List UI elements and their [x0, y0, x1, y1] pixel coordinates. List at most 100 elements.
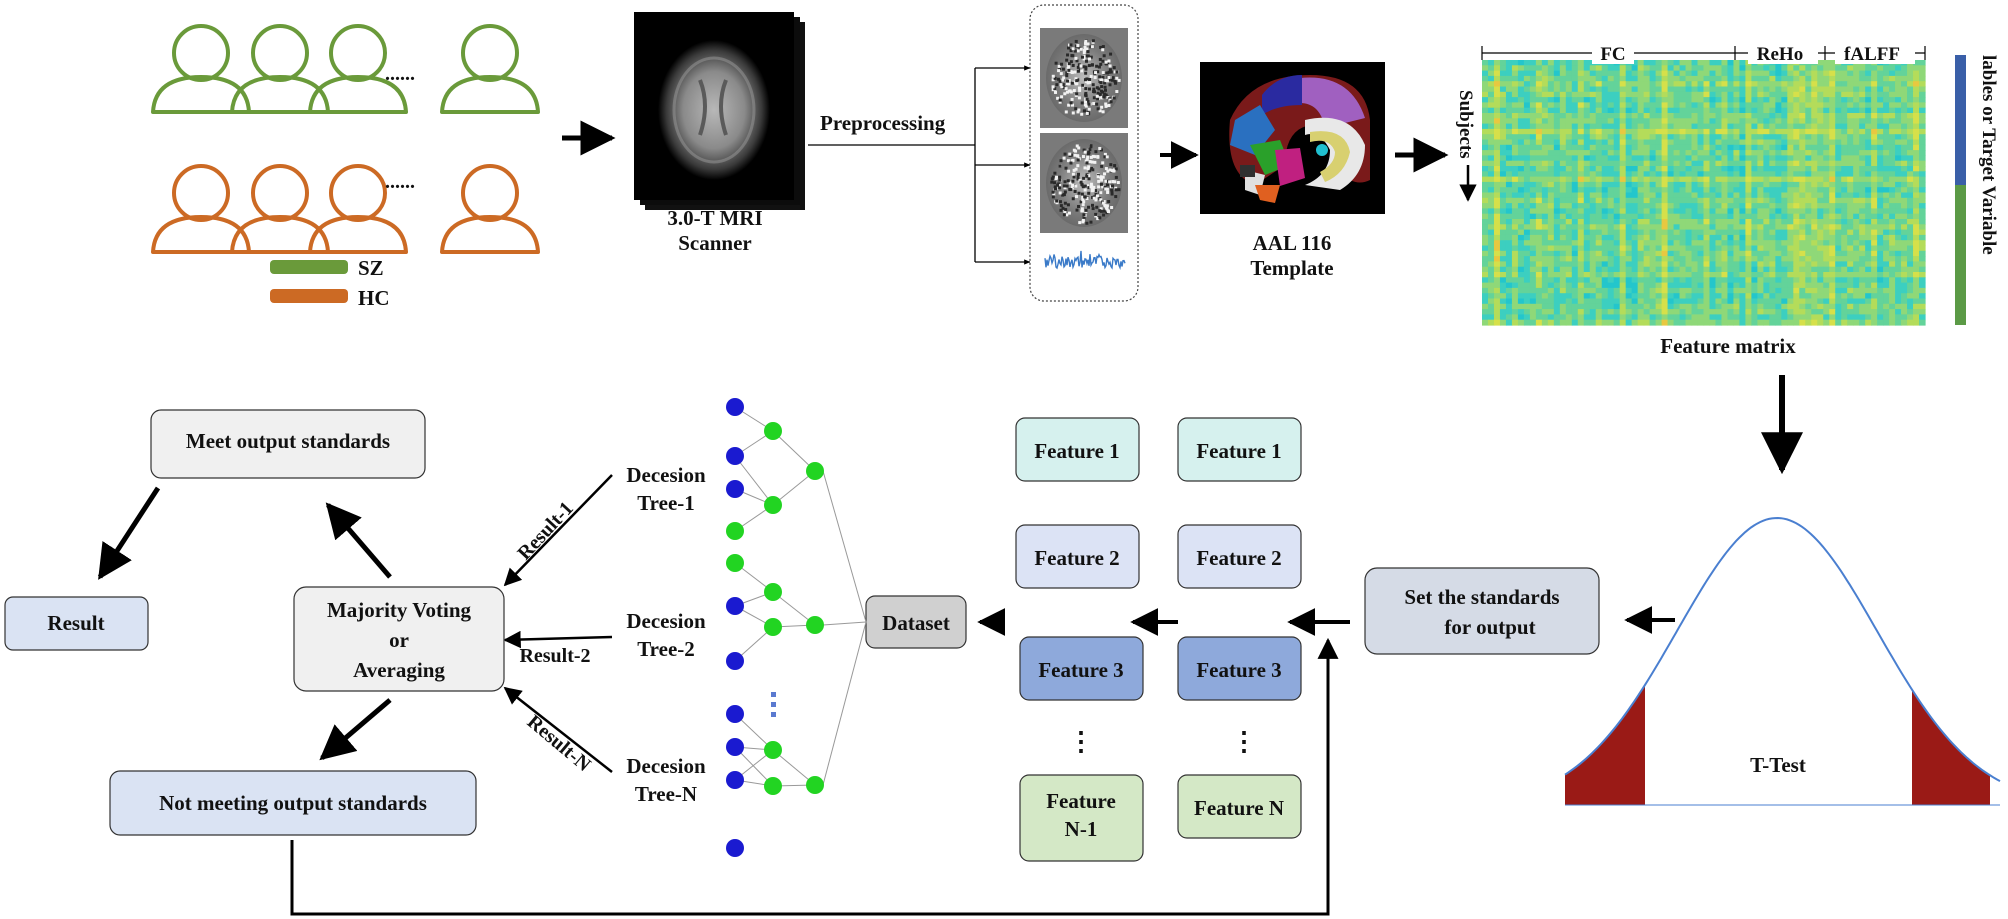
hc-ellipsis: ......: [385, 171, 415, 193]
subjects-label: Subjects: [1455, 90, 1476, 159]
tree-root-node: [806, 616, 824, 634]
target-variable-label: lables or Target Variable: [1978, 55, 1999, 255]
tree-split-node: [764, 777, 782, 795]
tree-n-line1: Decesion: [626, 754, 706, 778]
feature-column-2: Feature 1 Feature 2 Feature 3 ⋮ Feature …: [1177, 417, 1302, 839]
tree-leaf-node: [726, 522, 744, 540]
sz-legend-swatch: [270, 260, 348, 274]
person-icon: [230, 24, 330, 114]
feature-3-label: Feature 3: [1196, 658, 1281, 682]
tree-leaf-node: [726, 597, 744, 615]
random-forest-trees: [726, 398, 867, 857]
not-meeting-label: Not meeting output standards: [159, 791, 427, 815]
tree-n-line2: Tree-N: [635, 782, 697, 806]
decision-tree: [726, 554, 867, 670]
person-icon: [308, 24, 408, 114]
feature-1-label: Feature 1: [1196, 439, 1281, 463]
mri-scanner-image: [634, 12, 805, 210]
falff-label: fALFF: [1844, 44, 1900, 65]
voting-line1: Majority Voting: [327, 598, 472, 622]
fc-label: FC: [1600, 44, 1625, 65]
feature-3-box: [1019, 636, 1144, 701]
tree-split-node: [764, 583, 782, 601]
tree-split-node: [764, 741, 782, 759]
meet-standards-label: Meet output standards: [186, 429, 390, 453]
sz-ellipsis: ......: [385, 63, 415, 85]
feature-1-label: Feature 1: [1034, 439, 1119, 463]
decision-tree: [726, 398, 867, 623]
reho-label: ReHo: [1757, 44, 1803, 65]
dataset-label: Dataset: [882, 611, 950, 635]
person-icon: [151, 24, 251, 114]
tree-leaf-node: [726, 738, 744, 756]
tree-2-line2: Tree-2: [637, 637, 695, 661]
meet-standards-box: [150, 409, 426, 479]
template-label-line2: Template: [1250, 256, 1333, 280]
feature-groups-bracket: [1481, 42, 1926, 64]
tree-leaf-node: [726, 554, 744, 572]
set-standards-line1: Set the standards: [1404, 585, 1559, 609]
tree-leaf-node: [726, 705, 744, 723]
person-icon: [440, 164, 540, 254]
feature-n-1-line2: N-1: [1065, 817, 1098, 841]
person-icon: [308, 164, 408, 254]
ttest-label: T-Test: [1750, 753, 1806, 777]
tree-ellipsis-dot: [771, 692, 776, 697]
tree-1-line1: Decesion: [626, 463, 706, 487]
person-icon: [440, 24, 540, 114]
aal-template-image: [1200, 62, 1385, 214]
hc-legend-swatch: [270, 289, 348, 303]
feature-3-box: [1177, 636, 1302, 701]
set-standards-line2: for output: [1444, 615, 1535, 639]
feature-n-label: Feature N: [1194, 796, 1284, 820]
tree-leaf-node: [726, 839, 744, 857]
feature-n-1-line1: Feature: [1046, 789, 1116, 813]
mri-label-line1: 3.0-T MRI: [667, 206, 762, 230]
feature-2-box: [1015, 524, 1140, 589]
preprocessing-label: Preprocessing: [820, 111, 946, 135]
feature-2-label: Feature 2: [1034, 546, 1119, 570]
tree-2-line1: Decesion: [626, 609, 706, 633]
result-box: [4, 596, 149, 651]
arrow-to-meet: [325, 502, 392, 579]
tree-split-node: [764, 496, 782, 514]
feature-n-box: [1177, 774, 1302, 839]
feedback-loop-arrow: [290, 637, 1339, 916]
feature-3-label: Feature 3: [1038, 658, 1123, 682]
feature-column-1: Feature 1 Feature 2 Feature 3 ⋮ Feature …: [1015, 417, 1144, 862]
result-n-arrow: [503, 686, 613, 773]
sz-label-bar: [1955, 55, 1966, 185]
feature-1-box: [1015, 417, 1140, 482]
result-2-arrow: [503, 630, 613, 649]
result-label: Result: [47, 611, 104, 635]
tree-ellipsis-dot: [771, 712, 776, 717]
not-meeting-box: [109, 770, 477, 836]
arrow-to-result: [97, 486, 161, 580]
result-n-label: Result-N: [523, 711, 595, 777]
tree-leaf-node: [726, 398, 744, 416]
voting-line3: Averaging: [353, 658, 445, 682]
feature-2-label: Feature 2: [1196, 546, 1281, 570]
subject-icons: [151, 24, 540, 254]
result-2-label: Result-2: [519, 645, 590, 667]
tree-leaf-node: [726, 447, 744, 465]
set-standards-box: [1364, 567, 1600, 655]
tree-leaf-node: [726, 771, 744, 789]
preprocessed-maps-panel: [1029, 4, 1139, 302]
ttest-distribution: [1564, 516, 2001, 806]
tree-root-node: [806, 776, 824, 794]
feature-1-box: [1177, 417, 1302, 482]
person-icon: [151, 164, 251, 254]
template-label-line1: AAL 116: [1253, 231, 1332, 255]
mri-label-line2: Scanner: [678, 231, 752, 255]
feature-n-1-box: [1019, 774, 1144, 862]
decision-tree: [726, 621, 867, 857]
tree-split-node: [764, 618, 782, 636]
feature-matrix-heatmap: [1482, 60, 1926, 326]
tree-ellipsis-dot: [771, 702, 776, 707]
tree-leaf-node: [726, 480, 744, 498]
sz-legend-label: SZ: [358, 256, 384, 280]
majority-voting-box: [293, 586, 505, 692]
result-1-label: Result-1: [513, 497, 578, 564]
